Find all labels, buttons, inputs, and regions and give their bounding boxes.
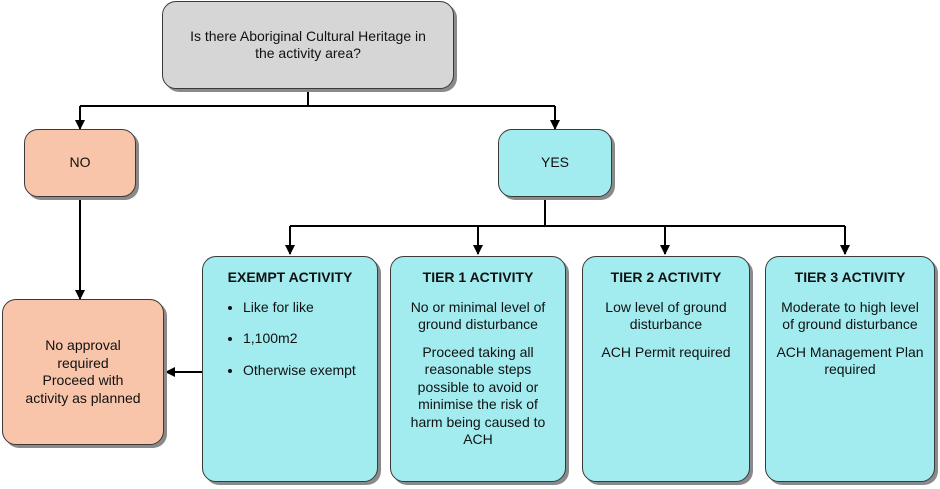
tier2-activity-box: TIER 2 ACTIVITY Low level of ground dist… bbox=[582, 256, 750, 482]
yes-label: YES bbox=[540, 154, 569, 171]
tier1-activity-box: TIER 1 ACTIVITY No or minimal level of g… bbox=[390, 256, 566, 482]
no-approval-line: required bbox=[57, 354, 109, 371]
no-label: NO bbox=[69, 154, 91, 171]
tier3-activity-box: TIER 3 ACTIVITY Moderate to high level o… bbox=[765, 256, 935, 482]
no-approval-line: activity as planned bbox=[25, 389, 141, 406]
exempt-item: 1,100m2 bbox=[243, 330, 367, 348]
tier2-activity-title: TIER 2 ACTIVITY bbox=[610, 269, 722, 285]
exempt-item: Otherwise exempt bbox=[243, 362, 367, 380]
yes-box: YES bbox=[498, 129, 612, 197]
tier3-activity-title: TIER 3 ACTIVITY bbox=[794, 269, 906, 285]
tier1-description: No or minimal level of ground disturbanc… bbox=[410, 298, 546, 333]
question-box: Is there Aboriginal Cultural Heritage in… bbox=[162, 1, 454, 89]
exempt-activity-title: EXEMPT ACTIVITY bbox=[227, 269, 353, 285]
no-approval-box: No approval required Proceed with activi… bbox=[2, 299, 164, 445]
tier1-action: Proceed taking all reasonable steps poss… bbox=[410, 343, 546, 448]
tier1-activity-title: TIER 1 ACTIVITY bbox=[422, 269, 534, 285]
question-text: Is there Aboriginal Cultural Heritage in… bbox=[190, 27, 426, 62]
exempt-activity-list: Like for like 1,100m2 Otherwise exempt bbox=[213, 299, 367, 380]
no-approval-line: No approval bbox=[45, 337, 121, 353]
tier3-action: ACH Management Plan required bbox=[776, 343, 924, 378]
tier3-description: Moderate to high level of ground disturb… bbox=[781, 298, 919, 333]
no-approval-line: Proceed with bbox=[42, 372, 124, 388]
tier2-action: ACH Permit required bbox=[601, 343, 731, 360]
exempt-activity-box: EXEMPT ACTIVITY Like for like 1,100m2 Ot… bbox=[202, 256, 378, 482]
exempt-item: Like for like bbox=[243, 299, 367, 317]
no-box: NO bbox=[24, 129, 136, 197]
tier2-description: Low level of ground disturbance bbox=[605, 298, 727, 333]
no-approval-text: No approval required Proceed with activi… bbox=[25, 337, 140, 407]
